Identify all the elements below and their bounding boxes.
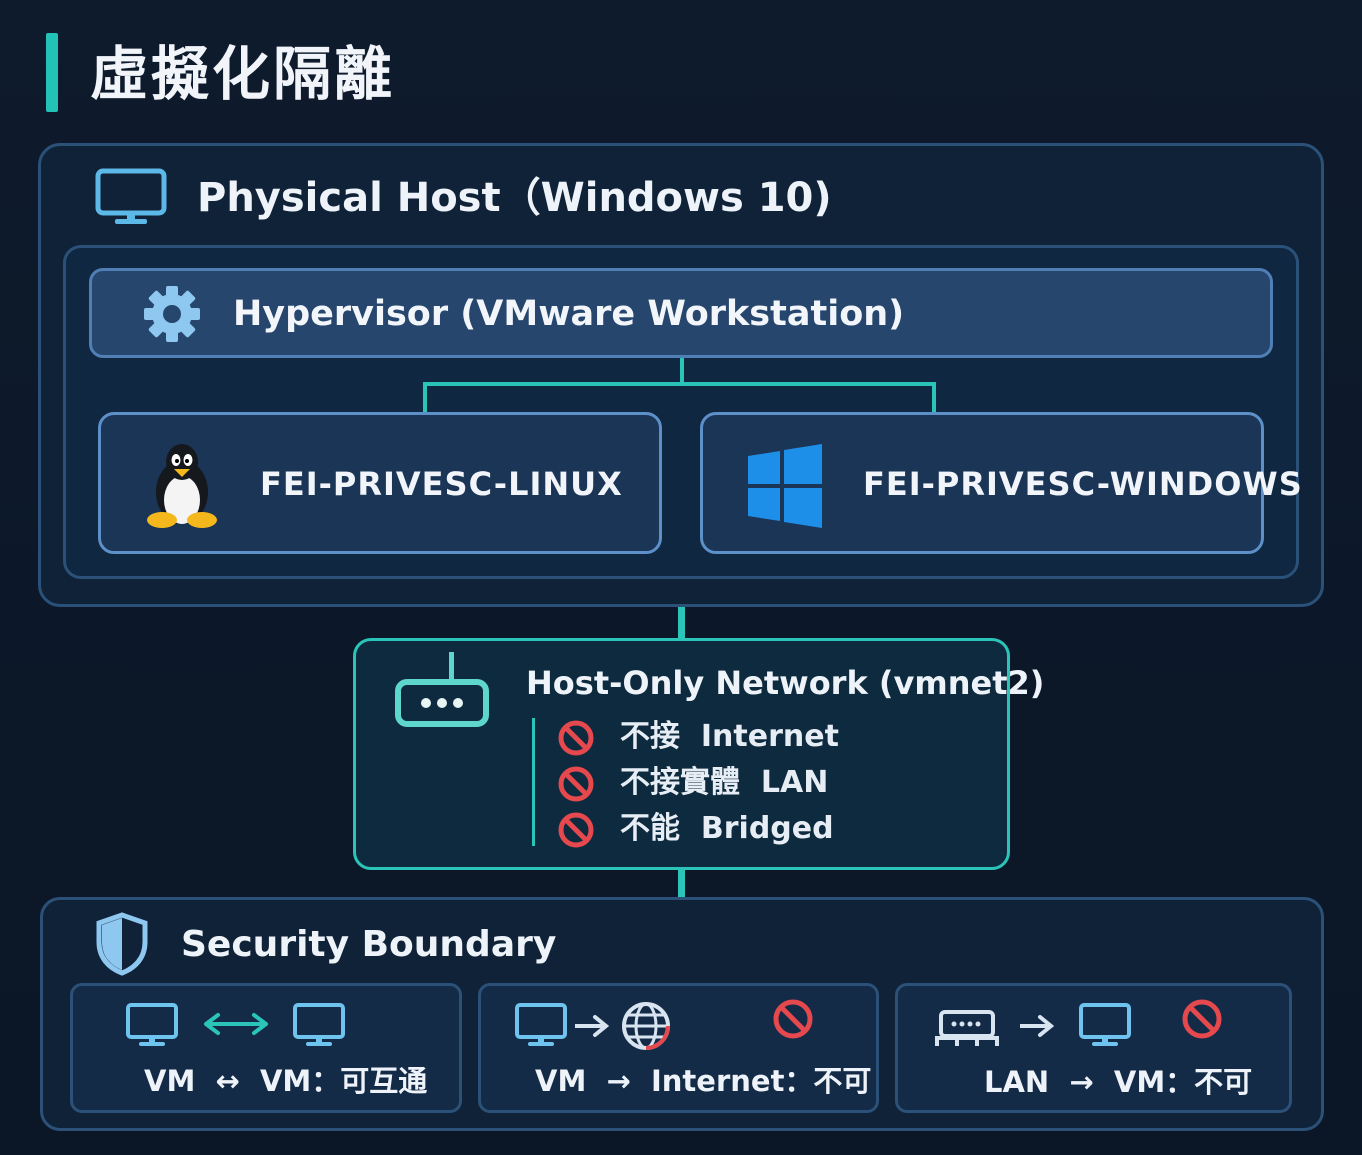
host-only-network-box	[353, 638, 1010, 870]
globe-icon	[622, 1002, 670, 1050]
hypervisor-label: Hypervisor (VMware Workstation)	[233, 294, 905, 334]
monitor-icon	[126, 1003, 178, 1046]
prohibited-icon	[558, 720, 594, 756]
vm-linux-label: FEI-PRIVESC-LINUX	[260, 465, 623, 503]
security-card-text: VM → Internet：不可	[535, 1064, 872, 1098]
prohibited-icon	[558, 766, 594, 802]
connector-line	[423, 382, 427, 414]
monitor-icon	[293, 1003, 345, 1046]
vm-windows-label: FEI-PRIVESC-WINDOWS	[863, 465, 1303, 503]
lan-switch-icon	[935, 1010, 999, 1046]
shield-icon	[96, 912, 148, 976]
prohibited-icon	[1182, 999, 1222, 1039]
network-rule-item: 不接 Internet	[620, 719, 839, 754]
bidirectional-arrow-icon	[204, 1013, 268, 1035]
monitor-icon	[1079, 1003, 1131, 1046]
security-card-text: LAN → VM：不可	[984, 1065, 1253, 1099]
prohibited-icon	[558, 812, 594, 848]
title-accent-bar	[46, 33, 58, 112]
network-rule-item: 不接實體 LAN	[620, 765, 829, 800]
gear-icon	[144, 286, 200, 342]
network-rule-divider	[532, 718, 535, 846]
linux-penguin-icon	[147, 444, 217, 528]
router-icon	[395, 652, 489, 727]
monitor-icon	[95, 168, 167, 224]
page-title: 虛擬化隔離	[90, 40, 396, 108]
prohibited-icon	[773, 999, 813, 1039]
physical-host-label: Physical Host（Windows 10)	[197, 175, 832, 221]
connector-line	[680, 358, 684, 384]
connector-line	[423, 382, 936, 386]
security-boundary-label: Security Boundary	[181, 924, 557, 965]
security-card-text: VM ↔ VM：可互通	[144, 1064, 428, 1098]
monitor-icon	[515, 1003, 567, 1046]
arrow-right-icon	[1020, 1015, 1054, 1037]
connector-line	[678, 870, 685, 899]
network-title: Host-Only Network (vmnet2)	[526, 664, 1045, 702]
connector-line	[678, 607, 685, 640]
connector-line	[932, 382, 936, 414]
windows-logo-icon	[748, 444, 822, 528]
arrow-right-icon	[575, 1015, 609, 1037]
hypervisor-bar	[89, 268, 1273, 358]
network-rule-item: 不能 Bridged	[620, 811, 834, 846]
